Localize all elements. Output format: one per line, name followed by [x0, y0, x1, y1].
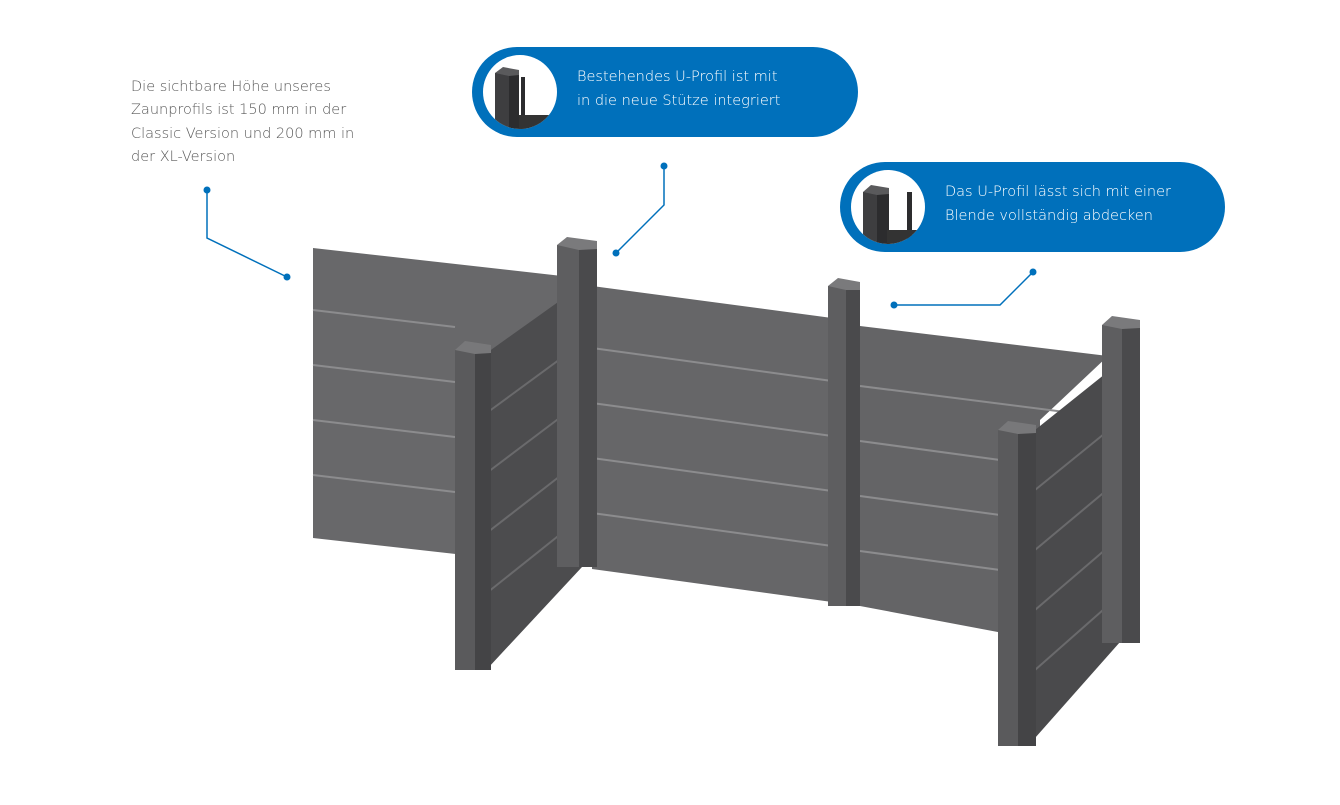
leader-dot: [890, 301, 898, 309]
callout-text-line: Blende vollständig abdecken: [945, 207, 1153, 224]
leader-dot: [612, 249, 620, 257]
leader-line-integrated: [615, 166, 665, 254]
leader-line-height: [206, 190, 288, 278]
callout-integrated-u-profile: Bestehendes U-Profil ist mit in die neue…: [472, 47, 858, 137]
fence-back-panels: [312, 248, 1108, 640]
height-note-line: Classic Version und 200 mm in: [131, 125, 355, 142]
leader-dot: [283, 273, 291, 281]
height-note-line: Die sichtbare Höhe unseres: [131, 79, 331, 95]
leader-line-cover: [894, 271, 1034, 306]
callout-text-line: Bestehendes U-Profil ist mit: [577, 69, 778, 85]
post-with-cover-thumbnail-image: [851, 170, 925, 244]
leader-dot: [1029, 268, 1037, 276]
height-note-line: der XL-Version: [131, 148, 236, 165]
leader-dot: [203, 186, 211, 194]
leader-dot: [660, 162, 668, 170]
callout-cover-u-profile: Das U-Profil lässt sich mit einer Blende…: [840, 162, 1225, 252]
height-note: Die sichtbare Höhe unseres Zaunprofils i…: [131, 76, 381, 169]
fence-posts: [455, 237, 1140, 746]
height-note-line: Zaunprofils ist 150 mm in der: [131, 102, 347, 119]
callout-text-line: in die neue Stütze integriert: [577, 92, 781, 109]
callout-text-line: Das U-Profil lässt sich mit einer: [945, 184, 1171, 200]
post-thumbnail-image: [483, 55, 557, 129]
